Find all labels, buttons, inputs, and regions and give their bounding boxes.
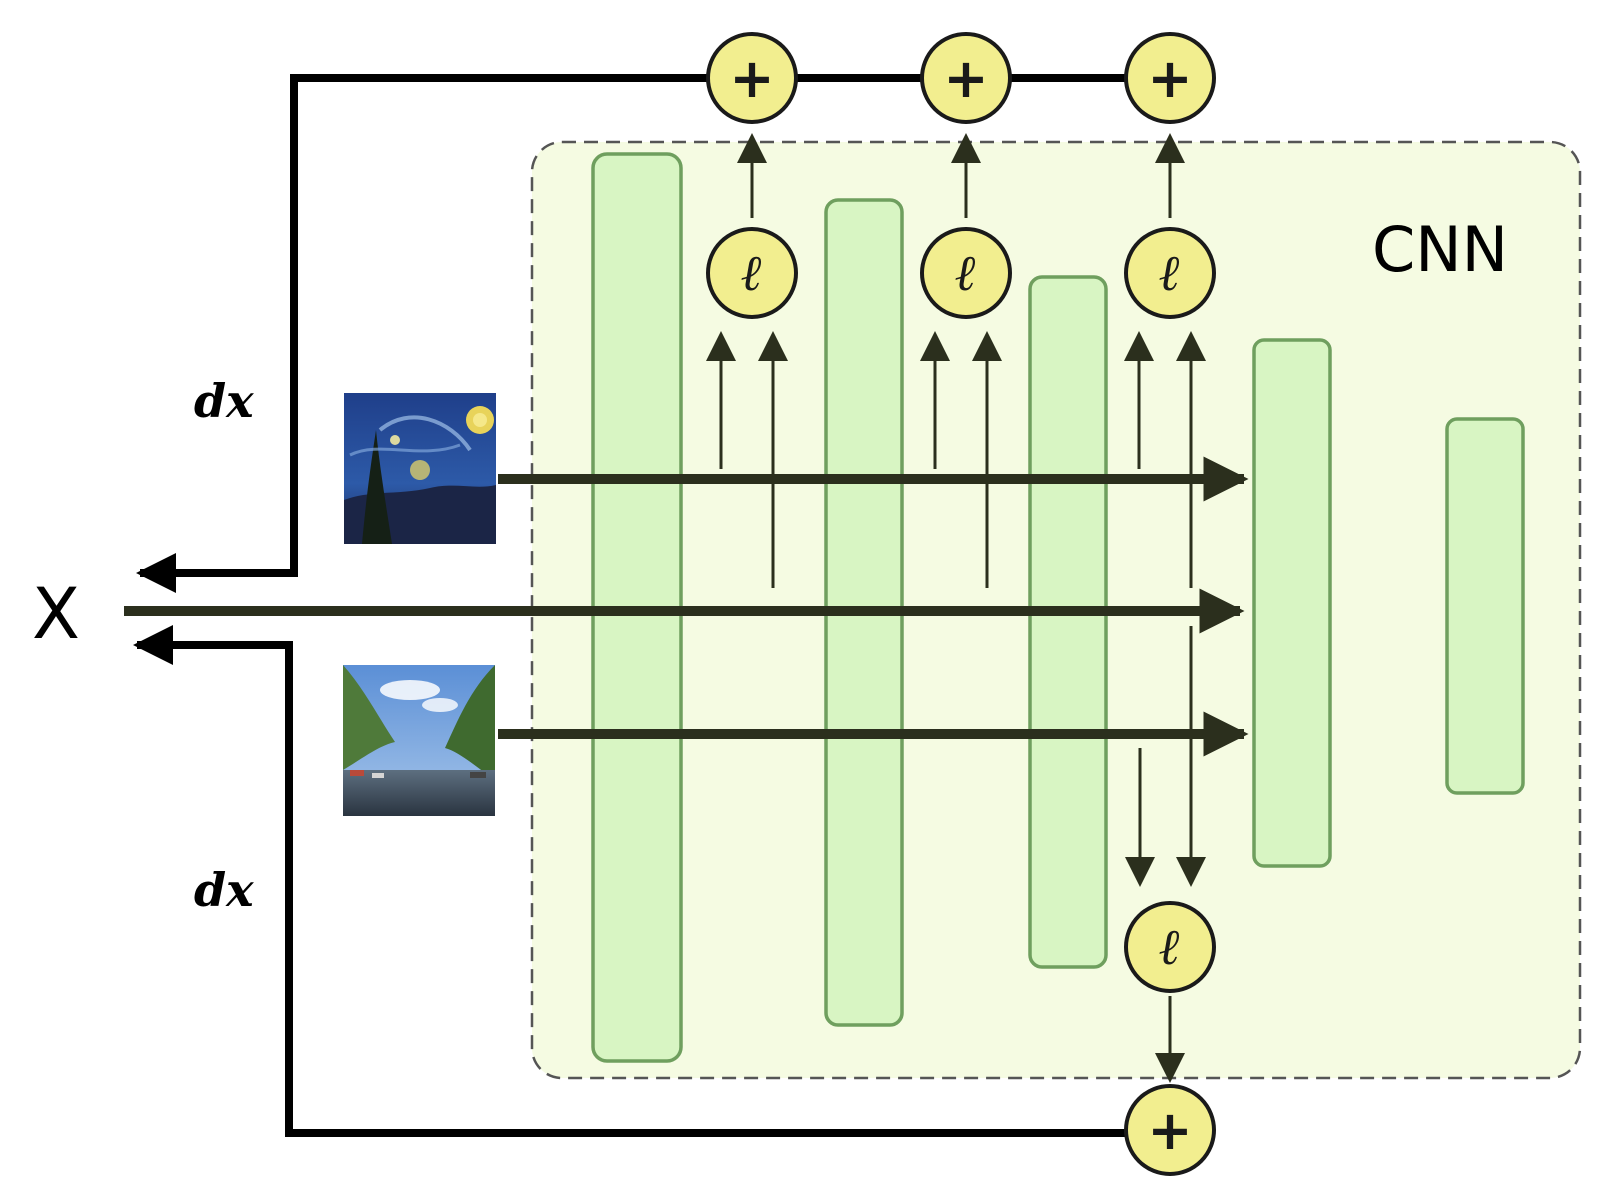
loss-node-3: ℓ [1124,227,1216,319]
loss-symbol: ℓ [741,243,762,302]
loss-symbol: ℓ [1159,243,1180,302]
loss-symbol: ℓ [955,243,976,302]
cnn-layer-5 [1445,417,1525,795]
loss-node-content: ℓ [1124,901,1216,993]
loss-node-2: ℓ [920,227,1012,319]
forward-arrows [124,456,1249,757]
plus-symbol: + [1147,47,1192,110]
cnn-layer-4 [1252,338,1332,868]
bottom-dx-label: dx [194,863,254,917]
loss-nodes: ℓ ℓ ℓ ℓ [706,227,1216,993]
bottom-gradient-path [133,625,1132,1137]
plus-symbol: + [729,47,774,110]
plus-symbol: + [943,47,988,110]
plus-symbol: + [1147,1099,1192,1162]
loss-node-1: ℓ [706,227,798,319]
loss-tap-arrows [706,133,1206,1083]
sum-nodes: + + + + [706,32,1216,1176]
sum-node-content: + [1124,1084,1216,1176]
cnn-label: CNN [1372,213,1508,286]
sum-node-3: + [1124,32,1216,124]
input-x-label: X [32,573,80,655]
sum-node-1: + [706,32,798,124]
content-image [343,665,495,816]
sum-node-2: + [920,32,1012,124]
top-dx-label: dx [194,374,254,428]
loss-symbol: ℓ [1159,917,1180,976]
cnn-layer-3 [1028,275,1108,969]
style-image [344,393,496,544]
